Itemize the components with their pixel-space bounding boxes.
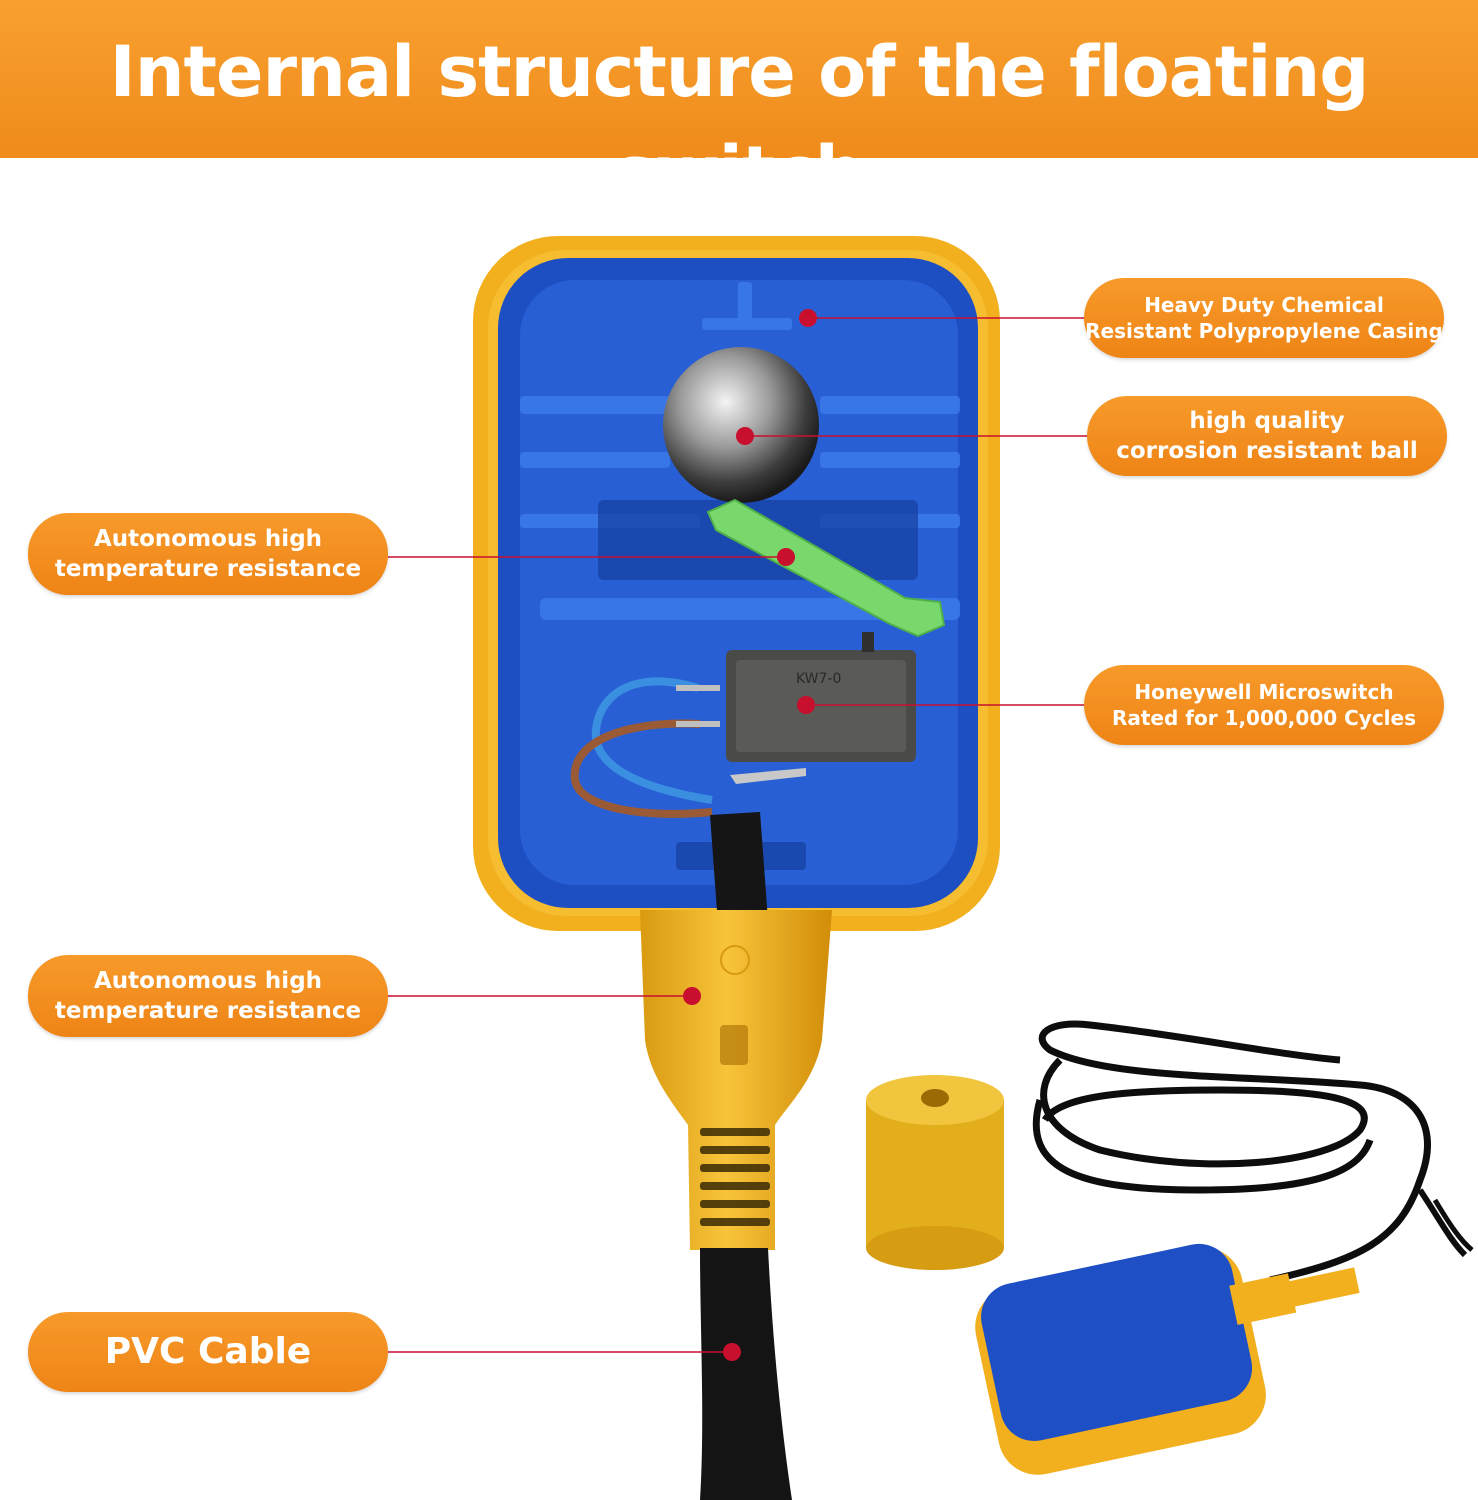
casing-label-line1: Heavy Duty Chemical	[1144, 293, 1384, 317]
steel-ball	[663, 347, 819, 503]
casing-label-line2: Resistant Polypropylene Casing	[1085, 319, 1443, 343]
coiled-cable	[1038, 1020, 1431, 1284]
neck-label-line2: temperature resistance	[54, 998, 362, 1024]
ball-callout-dot	[736, 427, 754, 445]
lever-label-line2: temperature resistance	[54, 556, 362, 582]
ball-label-line2: corrosion resistant ball	[1116, 438, 1418, 464]
small-float-switch	[975, 1020, 1474, 1475]
counterweight	[866, 1075, 1004, 1270]
main-float-switch: KW7-0	[473, 236, 1000, 1500]
small-float-blue-top	[981, 1243, 1253, 1442]
lever-label: Autonomous high temperature resistance	[28, 513, 388, 595]
neck-callout-dot	[683, 987, 701, 1005]
neck-label-line1: Autonomous high	[93, 968, 323, 994]
header-banner: Internal structure of the floating switc…	[0, 0, 1478, 213]
microswitch-model-print: KW7-0	[796, 671, 841, 687]
yellow-neck	[640, 910, 832, 1250]
cable-entry	[710, 812, 768, 925]
green-lever	[706, 498, 946, 638]
page-title: Internal structure of the floating switc…	[109, 31, 1370, 213]
ball-label: high quality corrosion resistant ball	[1087, 396, 1447, 476]
lever-callout-dot	[777, 548, 795, 566]
neck-label: Autonomous high temperature resistance	[28, 955, 388, 1037]
blue-wire	[591, 677, 713, 804]
casing-callout-dot	[799, 309, 817, 327]
ball-label-line1: high quality	[1189, 408, 1345, 434]
brown-wire	[570, 719, 713, 818]
strain-relief-ribs	[700, 1128, 770, 1226]
counterweight-hole	[921, 1089, 949, 1107]
lever-label-line1: Autonomous high	[93, 526, 323, 552]
cable-callout-dot	[723, 1343, 741, 1361]
black-pvc-cable	[700, 1248, 792, 1500]
cable-label: PVC Cable	[28, 1312, 388, 1392]
cable-label-line1: PVC Cable	[104, 1331, 312, 1372]
leader-lines	[388, 309, 1088, 1361]
microswitch-callout-dot	[797, 696, 815, 714]
casing-label: Heavy Duty Chemical Resistant Polypropyl…	[1084, 278, 1444, 358]
microswitch-label-line1: Honeywell Microswitch	[1134, 680, 1394, 704]
microswitch-label-line2: Rated for 1,000,000 Cycles	[1111, 706, 1417, 730]
microswitch-label: Honeywell Microswitch Rated for 1,000,00…	[1084, 665, 1444, 745]
